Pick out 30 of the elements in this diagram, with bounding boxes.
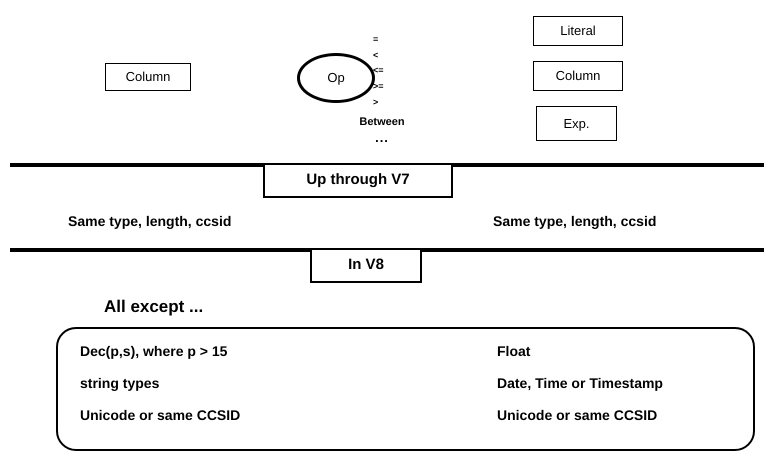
operand-box [533, 16, 623, 46]
operand-box [533, 61, 623, 91]
rule-note: Same type, length, ccsid [493, 213, 656, 230]
operator-label: Between [359, 116, 405, 130]
operator-label: ... [375, 130, 389, 146]
operand-box [105, 63, 191, 91]
operand-box [536, 106, 617, 141]
panel-heading: All except ... [104, 296, 204, 318]
condition-text: Date, Time or Timestamp [497, 374, 664, 393]
operator-label: = [373, 34, 378, 46]
node-text: Op [327, 69, 345, 88]
condition-text: Unicode or same CCSID [80, 406, 242, 425]
condition-text: Unicode or same CCSID [497, 406, 658, 425]
node-text: Literal [560, 22, 596, 40]
operator-label: < [373, 50, 378, 62]
rule-note: Same type, length, ccsid [68, 213, 232, 230]
operator-label: >= [373, 81, 384, 92]
node-text: Exp. [563, 114, 590, 133]
condition-text: Float [497, 342, 532, 361]
section-box [310, 248, 422, 283]
condition-text: string types [80, 374, 160, 393]
rounded-panel [56, 327, 755, 451]
operator-label: > [373, 97, 378, 108]
node-text: Column [556, 67, 600, 86]
node-text: Column [126, 68, 170, 86]
section-title: In V8 [348, 255, 384, 276]
operator-label: <= [373, 65, 384, 76]
section-box [263, 163, 453, 198]
condition-text: Dec(p,s), where p > 15 [80, 342, 228, 361]
section-title: Up through V7 [306, 170, 410, 190]
